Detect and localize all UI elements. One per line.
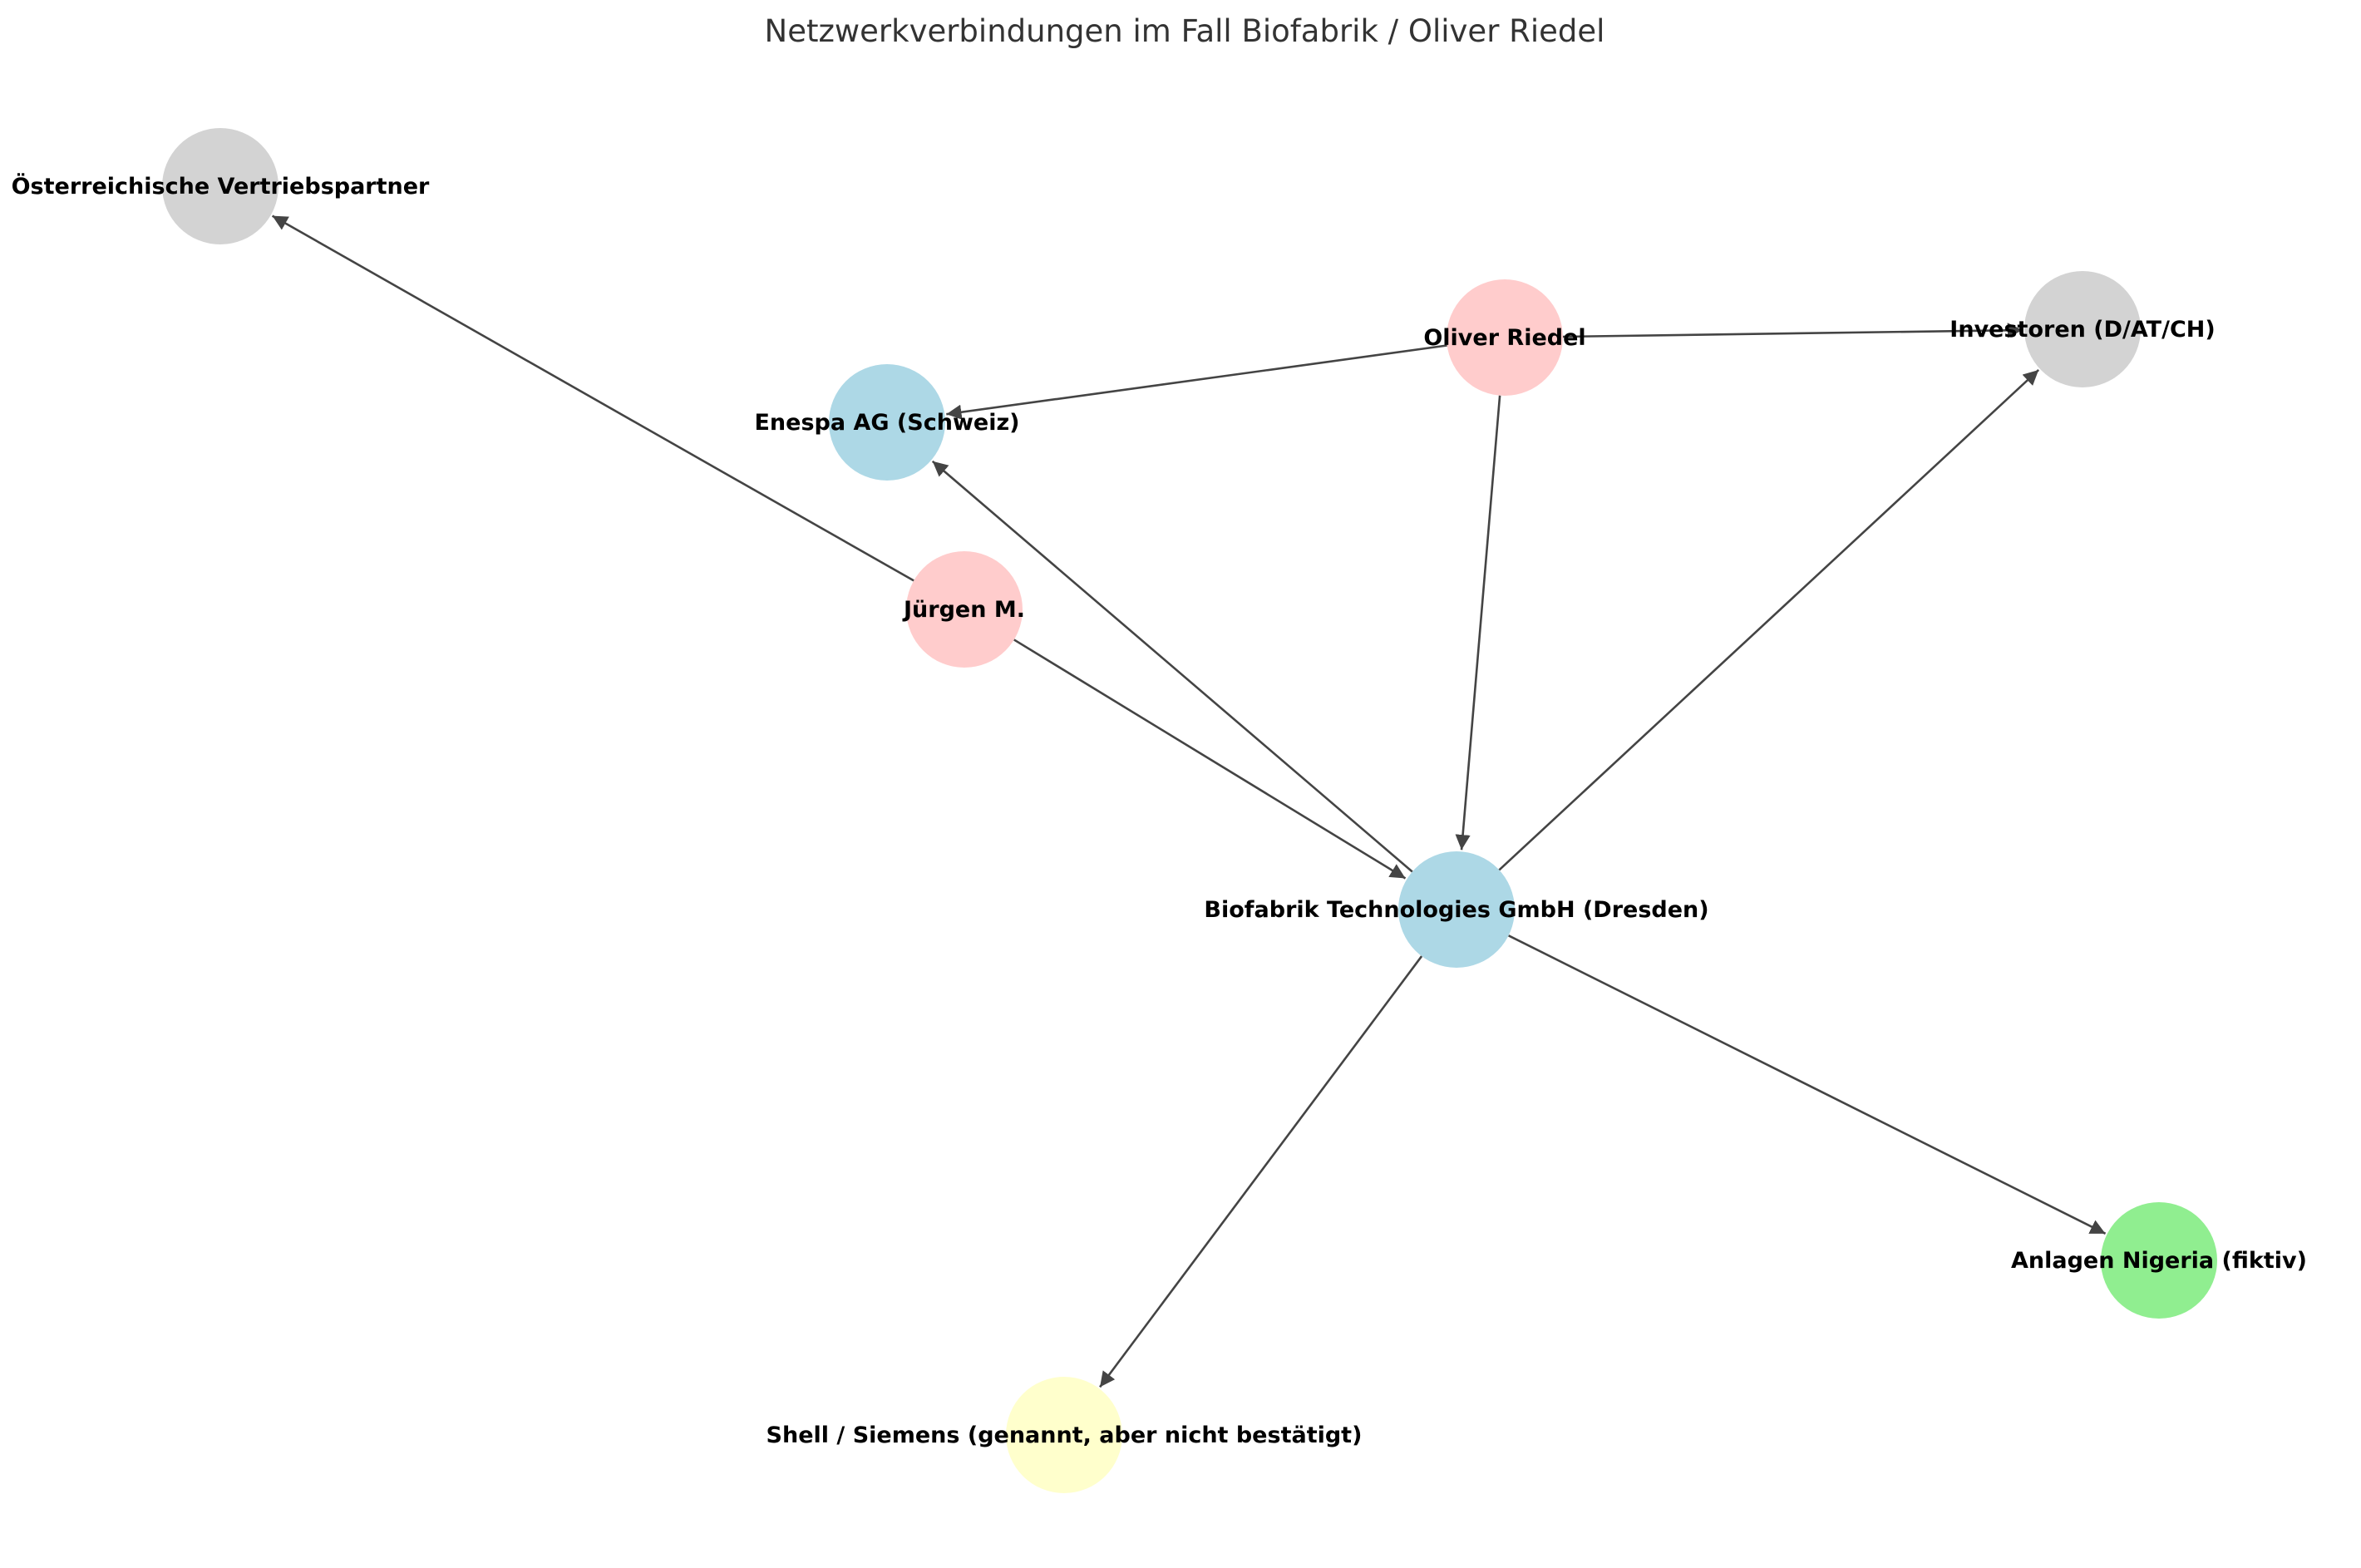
edge-riedel-to-biofabrik <box>1455 395 1501 851</box>
node-nigeria <box>2101 1202 2217 1319</box>
edge-juergen-to-biofabrik <box>1013 639 1407 880</box>
edge-biofabrik-to-enespa <box>931 460 1413 873</box>
node-juergen <box>906 551 1023 668</box>
node-shell <box>1006 1377 1122 1493</box>
node-label-biofabrik: Biofabrik Technologies GmbH (Dresden) <box>1204 897 1708 923</box>
node-label-juergen: Jürgen M. <box>902 597 1025 623</box>
node-label-shell: Shell / Siemens (genannt, aber nicht bes… <box>766 1423 1363 1448</box>
edges-layer <box>271 214 2107 1388</box>
node-label-investoren: Investoren (D/AT/CH) <box>1949 317 2215 343</box>
nodes-layer <box>162 128 2217 1493</box>
edge-riedel-to-enespa <box>946 344 1447 420</box>
diagram-title: Netzwerkverbindungen im Fall Biofabrik /… <box>765 13 1605 49</box>
edge-riedel-to-investoren <box>1562 323 2023 338</box>
node-label-enespa: Enespa AG (Schweiz) <box>754 410 1019 436</box>
node-label-oevp: Österreichische Vertriebspartner <box>12 172 430 200</box>
edge-juergen-to-oevp <box>271 214 914 582</box>
node-riedel <box>1447 279 1563 396</box>
edge-biofabrik-to-investoren <box>1498 368 2040 871</box>
node-label-nigeria: Anlagen Nigeria (fiktiv) <box>2011 1248 2307 1274</box>
edge-biofabrik-to-shell <box>1099 955 1423 1388</box>
edge-biofabrik-to-nigeria <box>1508 934 2107 1235</box>
node-enespa <box>829 364 945 481</box>
node-label-riedel: Oliver Riedel <box>1423 325 1585 351</box>
node-oevp <box>162 128 278 244</box>
node-investoren <box>2024 271 2141 387</box>
node-biofabrik <box>1398 851 1515 968</box>
